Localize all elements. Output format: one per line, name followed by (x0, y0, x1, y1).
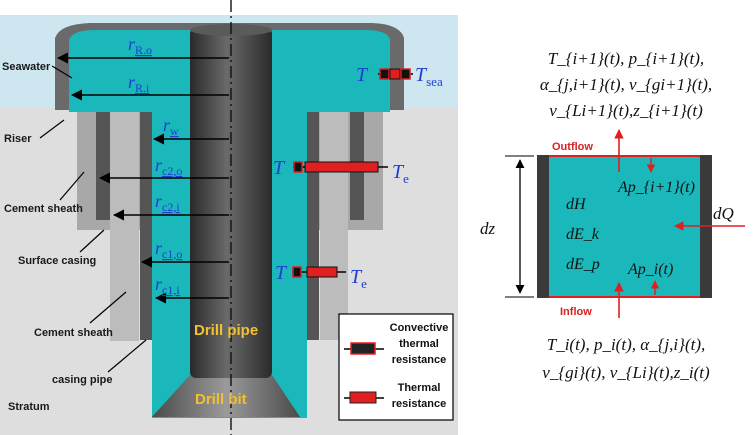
cv-wall-left (537, 155, 549, 298)
cement-sheath-inner-left (110, 108, 139, 341)
temp-label-T-wall-sea: T (356, 64, 369, 86)
outflow-vars-line3: v_{Li+1}(t),z_{i+1}(t) (549, 101, 703, 120)
outflow-vars-line2: α_{j,i+1}(t), v_{gi+1}(t), (540, 75, 712, 94)
drill-pipe-label: Drill pipe (194, 322, 258, 339)
label-casing-pipe: casing pipe (52, 374, 113, 386)
temp-label-T-e-lower: Te (350, 266, 367, 291)
label-cement-sheath-2: Cement sheath (34, 327, 113, 339)
right-panel: T_{i+1}(t), p_{i+1}(t), α_{j,i+1}(t), v_… (480, 49, 745, 382)
outflow-label: Outflow (552, 141, 593, 153)
surface-casing-left (96, 108, 110, 220)
radius-label-r-R-o: rR.o (128, 34, 152, 57)
radius-label-r-w: rw (163, 115, 179, 138)
legend-convective-line2: thermal (399, 338, 439, 350)
radius-label-r-c2-i: rc2,i (155, 191, 180, 214)
temp-label-T-lower: T (275, 262, 288, 284)
casing-pipe-left (140, 108, 152, 340)
legend-convective-swatch (350, 342, 376, 355)
leader-lines (39, 65, 147, 373)
sea-resistance (378, 68, 413, 80)
inflow-label: Inflow (560, 306, 592, 318)
ap-bottom: Ap_i(t) (627, 261, 673, 278)
outflow-vars-line1: T_{i+1}(t), p_{i+1}(t), (548, 49, 704, 68)
legend: Convective thermal resistance Thermal re… (338, 313, 454, 421)
radius-label-r-c1-i: rc1,i (155, 274, 180, 297)
legend-convective-line3: resistance (392, 354, 446, 366)
legend-convective-line1: Convective (390, 322, 449, 334)
legend-thermal-swatch (349, 391, 377, 404)
radius-label-r-c2-o: rc2,o (155, 155, 182, 178)
formation-resistance-upper (293, 161, 388, 173)
label-cement-sheath-1: Cement sheath (4, 203, 83, 215)
radius-label-r-c1-o: rc1,o (155, 238, 182, 261)
cement-sheath-inner-right (320, 108, 348, 340)
energy-dEp: dE_p (566, 256, 600, 273)
dz-label: dz (480, 219, 496, 238)
left-panel: rR.o rR.i rw rc2,o rc2,i rc1,o rc1,i T T… (0, 0, 458, 435)
temp-label-T-e-upper: Te (392, 161, 409, 186)
dQ-label: dQ (713, 204, 734, 223)
ap-top: Ap_{i+1}(t) (617, 179, 695, 196)
energy-dH: dH (566, 196, 587, 213)
legend-thermal-line2: resistance (392, 398, 446, 410)
label-seawater: Seawater (2, 61, 51, 73)
energy-dEk: dE_k (566, 226, 600, 243)
drill-bit (152, 375, 300, 417)
label-surface-casing: Surface casing (18, 255, 96, 267)
radius-label-r-R-i: rR.i (128, 72, 150, 95)
temp-label-T-sea: Tsea (415, 64, 443, 89)
casing-pipe-right (307, 108, 319, 340)
radius-arrows (56, 52, 229, 304)
inflow-vars-line2: v_{gi}(t), v_{Li}(t),z_i(t) (542, 363, 710, 382)
formation-resistance-lower (292, 266, 346, 278)
legend-thermal-line1: Thermal (398, 382, 441, 394)
inflow-vars-line1: T_i(t), p_i(t), α_{j,i}(t), (547, 335, 706, 354)
label-riser: Riser (4, 133, 32, 145)
drill-bit-label: Drill bit (195, 391, 247, 408)
temp-label-T-upper: T (273, 157, 286, 179)
label-stratum: Stratum (8, 401, 50, 413)
